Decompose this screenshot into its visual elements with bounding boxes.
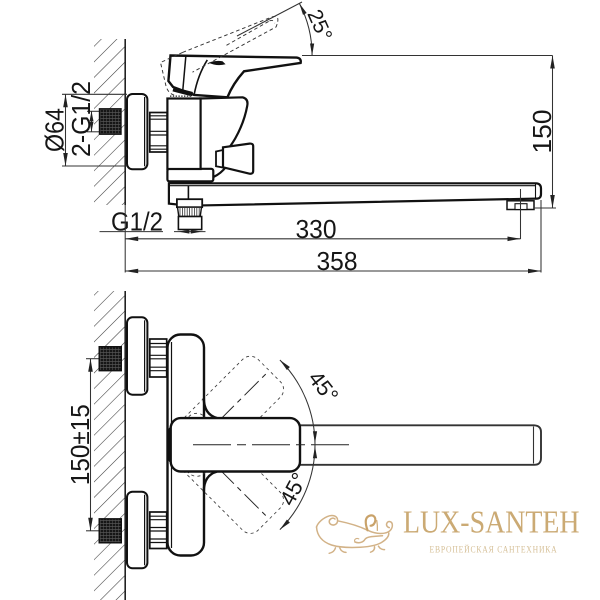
svg-text:G1/2: G1/2: [111, 207, 163, 237]
svg-text:358: 358: [317, 246, 358, 276]
svg-text:LUX-SANTEH: LUX-SANTEH: [403, 504, 580, 540]
svg-text:ЕВРОПЕЙСКАЯ САНТЕХНИКА: ЕВРОПЕЙСКАЯ САНТЕХНИКА: [430, 544, 558, 556]
svg-text:2-G1/2: 2-G1/2: [66, 81, 96, 157]
svg-text:330: 330: [296, 214, 337, 244]
svg-text:Ø64: Ø64: [40, 108, 70, 152]
svg-text:150±15: 150±15: [65, 404, 95, 485]
svg-text:150: 150: [527, 110, 557, 154]
